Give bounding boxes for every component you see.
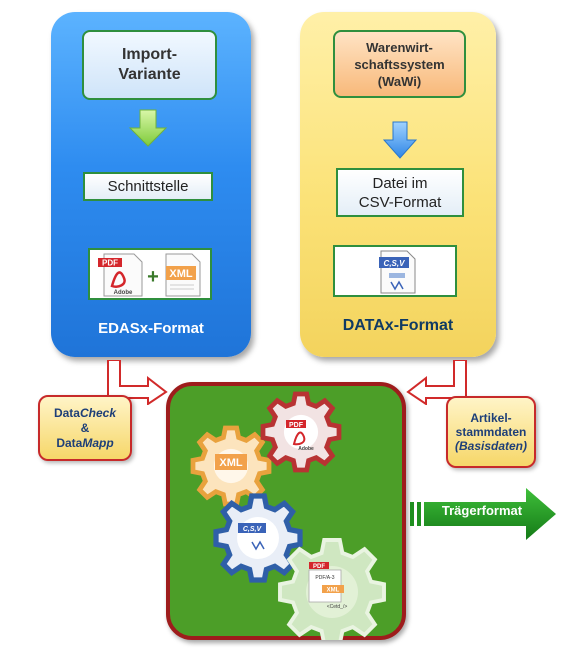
wawi-line-2: schaftssystem	[354, 56, 445, 72]
datax-format-label: DATAx-Format	[342, 317, 454, 334]
down-arrow-blue-icon	[382, 121, 418, 159]
csv-gear	[216, 496, 300, 580]
gear-xml-label: XML	[219, 457, 243, 469]
ampersand: &	[80, 420, 90, 435]
csv-icon-label: C,S,V	[384, 259, 406, 268]
artikel-line-3: (Basisdaten)	[454, 439, 528, 453]
csv-icon-box: C,S,V	[333, 245, 457, 297]
xml-label: XML	[169, 268, 193, 280]
wawi-line-1: Warenwirt-	[366, 39, 433, 55]
down-arrow-green-icon	[128, 109, 168, 147]
import-variante-box: Import- Variante	[82, 30, 217, 100]
gear-pdfa-sub: PDF/A-3	[315, 575, 334, 581]
datacheck-datamapp-note: DataCheck & DataMapp	[38, 395, 132, 461]
datacheck-prefix: Data	[53, 405, 80, 420]
adobe-label: Adobe	[114, 290, 133, 296]
artikelstammdaten-note: Artikel- stammdaten (Basisdaten)	[446, 396, 536, 468]
artikel-line-1: Artikel-	[470, 411, 512, 425]
right-connector-arrow	[406, 360, 467, 405]
pdf-plus-xml-icon: PDF Adobe + XML	[98, 253, 201, 297]
schnittstelle-box: Schnittstelle	[83, 172, 213, 201]
traegerformat-arrow	[410, 488, 556, 540]
import-variante-line-2: Variante	[118, 66, 181, 83]
artikel-line-2: stammdaten	[455, 425, 527, 439]
csv-file-icon: C,S,V	[379, 250, 416, 294]
pdf-label: PDF	[102, 259, 118, 268]
gear-pdf-label: PDF	[289, 422, 304, 429]
edasx-format-label: EDASx-Format	[98, 320, 204, 337]
datacheck-italic: Check	[79, 405, 117, 420]
csv-box-line-2: CSV-Format	[358, 193, 442, 211]
wawi-line-3: (WaWi)	[377, 73, 422, 89]
wawi-box: Warenwirt- schaftssystem (WaWi)	[333, 30, 466, 98]
gear-cetd-label: <Cetd_/>	[327, 604, 348, 610]
plus-sign: +	[147, 266, 159, 288]
gear-pdfa-label: PDF	[313, 564, 325, 570]
gear-csv-label: C,S,V	[243, 526, 263, 533]
gear-xml2-label: XML	[327, 588, 340, 594]
csv-file-box: Datei im CSV-Format	[336, 168, 464, 217]
csv-box-line-1: Datei im	[372, 174, 428, 192]
pdf-xml-file-box: PDF Adobe + XML	[88, 248, 212, 300]
datamapp-prefix: Data	[56, 435, 83, 450]
import-variante-line-1: Import-	[121, 46, 178, 63]
gears-illustration: XML PDF Adobe C,S,V PDF PDF/A-3 XML <Cet…	[166, 382, 386, 640]
gear-adobe-label: Adobe	[298, 446, 314, 452]
datamapp-italic: Mapp	[82, 435, 114, 450]
traegerformat-label: Trägerformat	[441, 503, 523, 518]
